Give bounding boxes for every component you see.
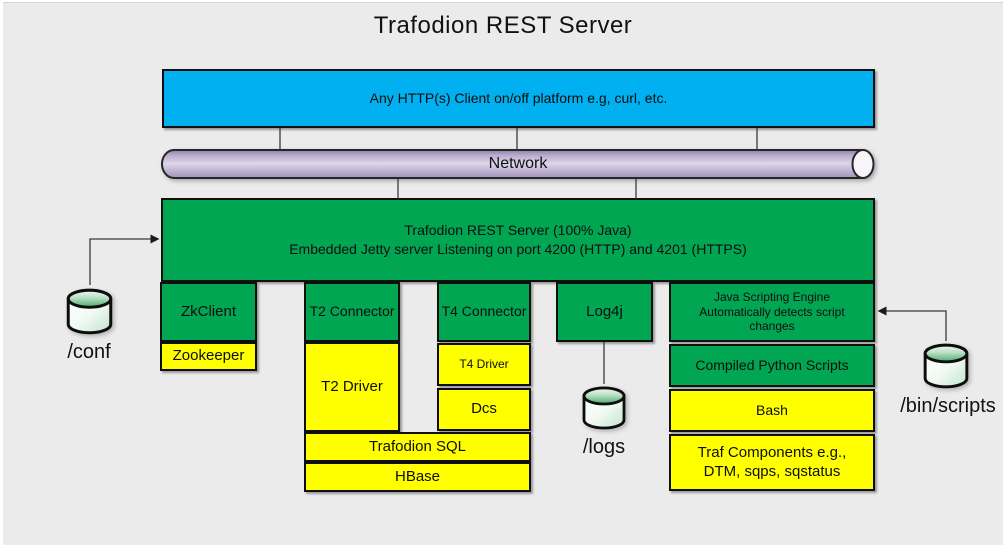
network-cylinder: Network [159,148,877,180]
logs-database-icon [582,386,626,430]
rest-server-line2: Embedded Jetty server Listening on port … [289,241,747,257]
zkclient-box: ZkClient [160,282,257,342]
trafodion-sql-label: Trafodion SQL [369,437,466,455]
bin-scripts-label: /bin/scripts [900,395,996,417]
bash-label: Bash [756,401,788,418]
traf-components-label: Traf Components e.g., DTM, sqps, sqstatu… [697,443,847,480]
log4j-label: Log4j [586,302,623,320]
java-scripting-engine-line2: Automatically detects script changes [699,304,845,334]
log4j-box: Log4j [556,282,653,342]
bin-scripts-database-icon [923,343,969,389]
http-client-box: Any HTTP(s) Client on/off platform e.g, … [162,69,875,128]
trafodion-sql-box: Trafodion SQL [304,432,531,462]
hbase-box: HBase [304,462,531,492]
rest-server-box: Trafodion REST Server (100% Java) Embedd… [161,198,875,282]
network-pipe-icon [161,149,875,179]
dcs-box: Dcs [437,388,531,431]
hbase-label: HBase [394,467,441,485]
t2-connector-label: T2 Connector [309,303,395,320]
network-label: Network [488,155,548,172]
java-scripting-engine-line1: Java Scripting Engine [713,290,831,305]
compiled-python-label: Compiled Python Scripts [695,356,849,373]
zookeeper-label: Zookeeper [172,347,245,365]
logs-label: /logs [582,436,626,458]
conf-label: /conf [67,341,111,363]
t2-connector-box: T2 Connector [304,282,400,342]
bash-box: Bash [669,389,875,432]
http-client-label: Any HTTP(s) Client on/off platform e.g, … [369,89,668,106]
java-scripting-engine-box: Java Scripting Engine Automatically dete… [669,282,875,342]
t4-connector-box: T4 Connector [437,282,531,342]
dcs-label: Dcs [471,400,497,418]
zkclient-label: ZkClient [180,302,236,320]
traf-components-box: Traf Components e.g., DTM, sqps, sqstatu… [669,434,875,491]
zookeeper-box: Zookeeper [160,342,257,371]
compiled-python-box: Compiled Python Scripts [669,344,875,387]
page-title: Trafodion REST Server [373,12,633,39]
t4-connector-label: T4 Connector [441,303,527,320]
t2-driver-box: T2 Driver [304,342,400,432]
t4-driver-box: T4 Driver [437,343,531,386]
t4-driver-label: T4 Driver [459,357,509,371]
rest-server-line1: Trafodion REST Server (100% Java) [404,222,632,238]
t2-driver-label: T2 Driver [321,377,383,395]
conf-database-icon [66,288,113,335]
